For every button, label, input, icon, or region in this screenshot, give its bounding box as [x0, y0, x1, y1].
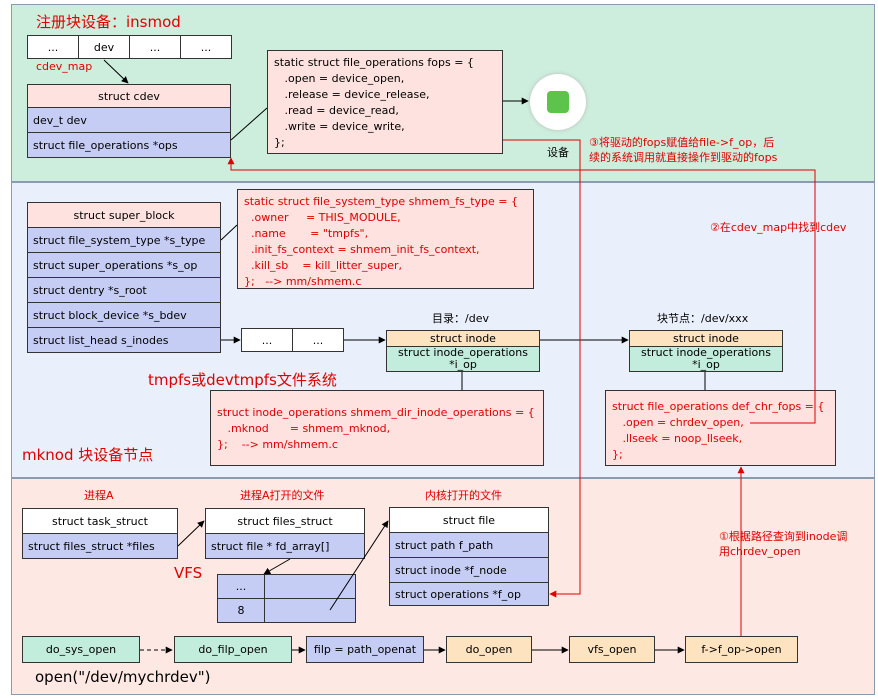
- note2-arrow: [227, 157, 816, 424]
- file-field-f-path: struct path f_path: [389, 532, 549, 558]
- flow-do-sys-open: do_sys_open: [22, 636, 140, 663]
- dir-label: 目录：/dev: [432, 312, 489, 325]
- kfile-label: 内核打开的文件: [425, 489, 502, 502]
- cdev-field-ops: struct file_operations *ops: [27, 132, 231, 158]
- cdev-map-cell-4: ...: [180, 35, 232, 59]
- dir-inode-body: struct inode_operations *i_op: [386, 346, 540, 372]
- fs-type-code-box: static struct file_system_type shmem_fs_…: [237, 189, 534, 289]
- cdev-map-label: cdev_map: [36, 60, 93, 73]
- chr-fops-code-box: struct file_operations def_chr_fops = { …: [605, 390, 836, 466]
- flow-path-openat: filp = path_openat: [306, 636, 424, 663]
- note-2: ②在cdev_map中找到cdev: [710, 221, 847, 234]
- flow-vfs-open: vfs_open: [569, 636, 655, 663]
- dev-to-cdev-arrow: [103, 59, 129, 84]
- flow-fop-open: f->f_op->open: [685, 636, 798, 663]
- struct-cdev-header: struct cdev: [27, 84, 231, 108]
- insmod-title: 注册块设备：insmod: [36, 13, 181, 31]
- fd8-to-struct-file-arrow: [329, 520, 389, 611]
- files-field-fd-array: struct file * fd_array[]: [205, 533, 365, 559]
- proc-a-label: 进程A: [84, 489, 114, 502]
- sb-field-s-inodes: struct list_head s_inodes: [27, 327, 221, 353]
- device-chip-icon: [547, 91, 569, 113]
- file-field-f-op: struct operations *f_op: [389, 582, 549, 606]
- open-call-label: open("/dev/mychrdev"): [35, 668, 211, 686]
- fd-cell-blank-2: [264, 598, 356, 623]
- files-label: 进程A打开的文件: [240, 489, 325, 502]
- list-cell-2: ...: [292, 328, 344, 352]
- mknod-label: mknod 块设备节点: [22, 446, 154, 464]
- fd-array-to-table-arrow: [263, 558, 291, 575]
- blk-label: 块节点：/dev/xxx: [657, 312, 749, 325]
- note3-arrow: [503, 139, 581, 598]
- task-field-files: struct files_struct *files: [22, 533, 178, 559]
- struct-file-header: struct file: [389, 507, 549, 533]
- flow-do-filp-open: do_filp_open: [174, 636, 292, 663]
- fs-label: tmpfs或devtmpfs文件系统: [148, 371, 337, 389]
- ops-to-fops-line: [230, 107, 268, 141]
- stype-to-fstype-line: [220, 224, 238, 241]
- super-block-header: struct super_block: [27, 202, 221, 228]
- cdev-field-dev: dev_t dev: [27, 107, 231, 133]
- vfs-label: VFS: [174, 564, 203, 582]
- device-icon: [530, 74, 586, 130]
- files-to-files-struct-arrow: [177, 520, 205, 547]
- blk-inode-body: struct inode_operations *i_op: [629, 346, 783, 372]
- note-1: ①根据路径查询到inode调 用chrdev_open: [719, 530, 848, 558]
- dir-ops-code-box: struct inode_operations shmem_dir_inode_…: [210, 390, 544, 466]
- sb-field-s-op: struct super_operations *s_op: [27, 252, 221, 278]
- fops-code-box: static struct file_operations fops = { .…: [267, 50, 503, 154]
- file-field-f-node: struct inode *f_node: [389, 557, 549, 583]
- list-cell-1: ...: [241, 328, 293, 352]
- flow-do-open: do_open: [446, 636, 532, 663]
- note-3: ③将驱动的fops赋值给file->f_op，后 续的系统调用就直接操作到驱动的…: [589, 136, 778, 164]
- device-label: 设备: [547, 146, 569, 159]
